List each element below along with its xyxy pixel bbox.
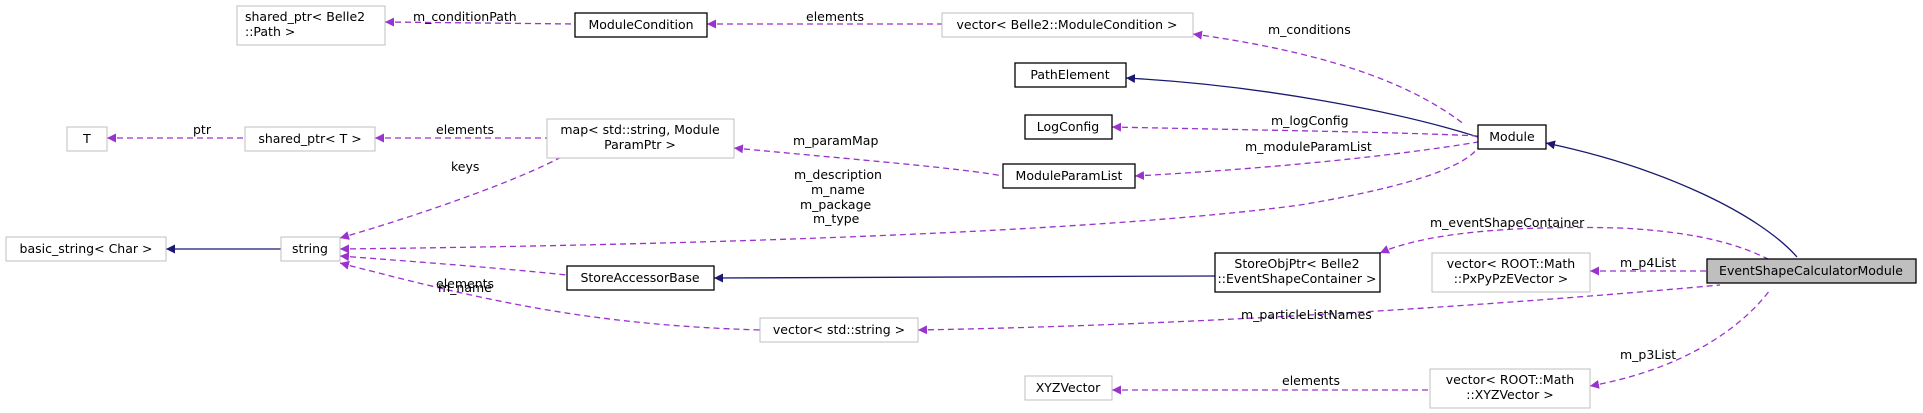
node-shared-ptr-t[interactable]: shared_ptr< T >	[244, 126, 376, 152]
svg-text:vector< std::string >: vector< std::string >	[773, 322, 905, 337]
edge-elements-vectorstring	[339, 260, 761, 331]
svg-text:T: T	[82, 131, 91, 146]
svg-text:shared_ptr< Belle2: shared_ptr< Belle2	[245, 9, 365, 24]
svg-text:XYZVector: XYZVector	[1036, 380, 1101, 395]
edge-eventshapecontainer	[1379, 226, 1771, 261]
edge-logconfig	[1111, 122, 1479, 137]
svg-text:::Path >: ::Path >	[245, 24, 295, 39]
label-elements-modulecondition: elements	[806, 9, 864, 24]
label-moduleparamlist: m_moduleParamList	[1245, 139, 1372, 154]
svg-text:vector< ROOT::Math: vector< ROOT::Math	[1447, 256, 1575, 271]
node-xyz-vector[interactable]: XYZVector	[1024, 375, 1113, 401]
edge-p3list	[1589, 289, 1771, 389]
svg-text:::EventShapeContainer >: ::EventShapeContainer >	[1218, 271, 1377, 286]
svg-text:ParamPtr >: ParamPtr >	[604, 137, 676, 152]
svg-text:vector< ROOT::Math: vector< ROOT::Math	[1446, 372, 1574, 387]
edge-conditions	[1192, 30, 1466, 126]
node-shared-ptr-path[interactable]: shared_ptr< Belle2 ::Path >	[236, 5, 386, 46]
label-elements-sharedptr: elements	[436, 122, 494, 137]
svg-text:EventShapeCalculatorModule: EventShapeCalculatorModule	[1719, 263, 1903, 278]
edge-particlelistnames	[917, 284, 1721, 335]
label-p3list: m_p3List	[1620, 347, 1676, 362]
svg-text:LogConfig: LogConfig	[1037, 119, 1099, 134]
svg-text:::XYZVector >: ::XYZVector >	[1466, 387, 1553, 402]
svg-text:vector< Belle2::ModuleConditio: vector< Belle2::ModuleCondition >	[957, 17, 1178, 32]
svg-text:basic_string< Char >: basic_string< Char >	[20, 241, 153, 256]
node-log-config[interactable]: LogConfig	[1024, 114, 1113, 140]
edge-module-strings	[339, 147, 1479, 254]
node-t[interactable]: T	[66, 126, 108, 152]
node-vector-pxpypze[interactable]: vector< ROOT::Math ::PxPyPzEVector >	[1431, 252, 1591, 293]
node-module-param-list[interactable]: ModuleParamList	[1002, 163, 1136, 189]
node-string[interactable]: string	[280, 236, 341, 262]
label-eventshapecontainer: m_eventShapeContainer	[1430, 215, 1585, 230]
label-module-strings-0: m_description	[794, 167, 882, 182]
label-ptr: ptr	[193, 122, 212, 137]
edge-moduleparamlist	[1134, 141, 1479, 180]
node-path-element[interactable]: PathElement	[1014, 62, 1127, 88]
edge-module-to-eventshapecalculator	[1545, 140, 1798, 258]
label-p4list: m_p4List	[1620, 255, 1676, 270]
node-basic-string[interactable]: basic_string< Char >	[5, 236, 167, 262]
label-conditionpath: m_conditionPath	[413, 9, 517, 24]
edge-keys	[339, 154, 566, 240]
svg-text:ModuleParamList: ModuleParamList	[1016, 168, 1123, 183]
node-event-shape-calculator[interactable]: EventShapeCalculatorModule	[1706, 258, 1917, 284]
node-module[interactable]: Module	[1477, 124, 1547, 150]
svg-text:shared_ptr< T >: shared_ptr< T >	[258, 131, 361, 146]
label-particlelistnames: m_particleListNames	[1241, 307, 1372, 322]
edge-conditionpath	[384, 17, 576, 27]
label-module-strings-2: m_package	[800, 197, 872, 212]
svg-text:StoreAccessorBase: StoreAccessorBase	[580, 270, 699, 285]
edge-parammap	[733, 144, 1004, 177]
svg-text:StoreObjPtr< Belle2: StoreObjPtr< Belle2	[1234, 256, 1359, 271]
svg-text:string: string	[292, 241, 328, 256]
svg-text:PathElement: PathElement	[1030, 67, 1109, 82]
label-logconfig: m_logConfig	[1271, 113, 1349, 128]
node-map-module-param[interactable]: map< std::string, Module ParamPtr >	[546, 118, 735, 159]
node-store-obj-ptr[interactable]: StoreObjPtr< Belle2 ::EventShapeContaine…	[1214, 252, 1381, 293]
label-elements-vectorstring: elements	[436, 276, 494, 291]
label-parammap: m_paramMap	[793, 133, 878, 148]
svg-text:Module: Module	[1489, 129, 1535, 144]
node-store-accessor-base[interactable]: StoreAccessorBase	[566, 265, 715, 291]
edge-name-storeaccessor	[339, 252, 568, 276]
label-name-storeaccessor: m_name	[438, 280, 492, 295]
node-vector-module-condition[interactable]: vector< Belle2::ModuleCondition >	[941, 12, 1194, 38]
svg-text:map< std::string, Module: map< std::string, Module	[560, 122, 720, 137]
label-elements-xyz: elements	[1282, 373, 1340, 388]
svg-text:ModuleCondition: ModuleCondition	[588, 17, 693, 32]
node-module-condition[interactable]: ModuleCondition	[574, 12, 708, 38]
label-conditions: m_conditions	[1268, 22, 1351, 37]
node-vector-xyz[interactable]: vector< ROOT::Math ::XYZVector >	[1429, 368, 1591, 409]
node-vector-string[interactable]: vector< std::string >	[759, 317, 919, 343]
label-module-strings-3: m_type	[813, 211, 860, 226]
label-keys: keys	[451, 159, 479, 174]
edge-storeobjptr-to-eventshapecalculator	[713, 273, 1216, 283]
edge-pathelement-to-module	[1125, 73, 1479, 138]
svg-text:::PxPyPzEVector >: ::PxPyPzEVector >	[1454, 271, 1569, 286]
label-module-strings-1: m_name	[811, 182, 865, 197]
